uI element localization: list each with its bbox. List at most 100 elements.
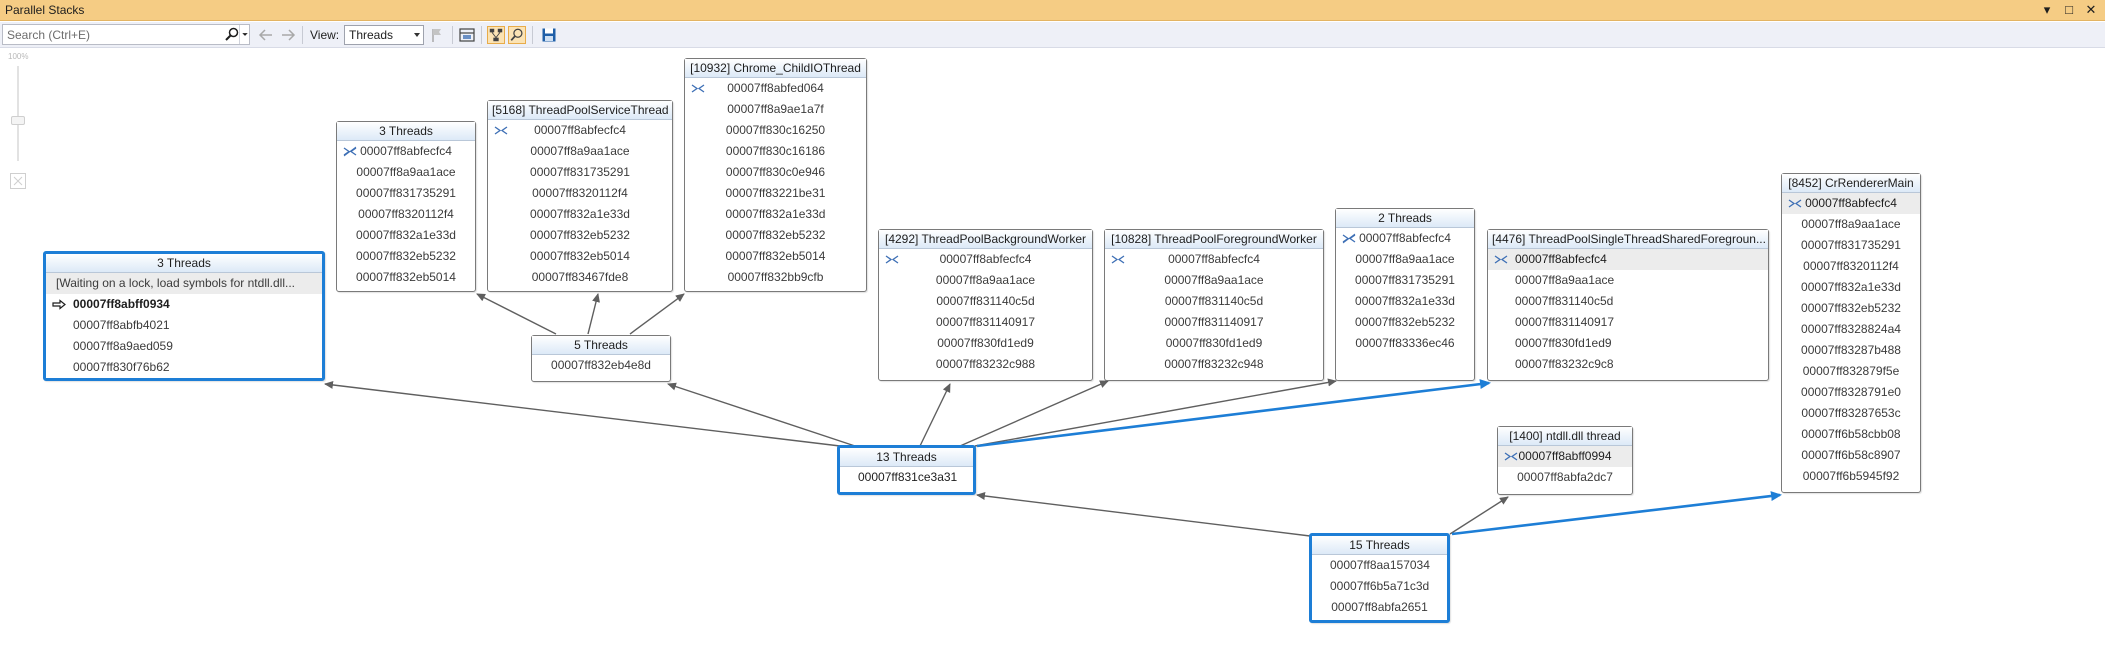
stack-frame[interactable]: 00007ff831735291 bbox=[356, 186, 456, 200]
stack-frame[interactable]: 00007ff6b5a71c3d bbox=[1330, 579, 1430, 593]
close-button[interactable]: ✕ bbox=[2085, 2, 2097, 17]
stack-frame[interactable]: 00007ff831140c5d bbox=[1164, 294, 1264, 308]
stack-frame[interactable]: 00007ff83287653c bbox=[1801, 406, 1901, 420]
stack-node-3-threads-left[interactable]: 3 Threads [Waiting on a lock, load symbo… bbox=[43, 251, 325, 381]
stack-frame[interactable]: 00007ff8abfa2651 bbox=[1331, 600, 1428, 614]
stack-frame[interactable]: 00007ff8320112f4 bbox=[1803, 259, 1899, 273]
view-select[interactable]: Threads bbox=[344, 25, 424, 45]
stack-frame[interactable]: 00007ff831735291 bbox=[530, 165, 630, 179]
stack-frame[interactable]: 00007ff83232c988 bbox=[935, 357, 1036, 371]
stack-frame[interactable]: 00007ff831140917 bbox=[936, 315, 1035, 329]
stack-frame[interactable]: 00007ff830c16250 bbox=[725, 123, 826, 137]
stack-node-2-threads[interactable]: 2 Threads 00007ff8abfecfc4 00007ff8a9aa1… bbox=[1335, 208, 1475, 381]
stack-node-8452[interactable]: [8452] CrRendererMain 00007ff8abfecfc4 0… bbox=[1781, 173, 1921, 493]
stack-frame[interactable]: 00007ff8a9aed059 bbox=[73, 339, 173, 353]
zoom-thumb[interactable] bbox=[11, 116, 25, 125]
search-icon[interactable] bbox=[225, 27, 239, 42]
stack-frame[interactable]: 00007ff8abfed064 bbox=[685, 78, 866, 99]
stack-frame[interactable]: 00007ff830f76b62 bbox=[73, 360, 170, 374]
stack-node-10828[interactable]: [10828] ThreadPoolForegroundWorker 00007… bbox=[1104, 229, 1324, 381]
stack-node-10932[interactable]: [10932] Chrome_ChildIOThread 00007ff8abf… bbox=[684, 58, 867, 292]
stack-frame-current[interactable]: 00007ff8abff0994 bbox=[1498, 446, 1632, 467]
stack-frame[interactable]: 00007ff8a9aa1ace bbox=[1801, 217, 1901, 231]
stack-frame[interactable]: 00007ff832eb5014 bbox=[725, 249, 826, 263]
forward-arrow-icon[interactable] bbox=[279, 26, 297, 44]
stack-frame[interactable]: 00007ff8320112f4 bbox=[358, 207, 454, 221]
flag-icon[interactable] bbox=[428, 26, 446, 44]
stack-frame-current[interactable]: 00007ff8abff0934 bbox=[46, 294, 322, 315]
stack-frame[interactable]: 00007ff832a1e33d bbox=[356, 228, 456, 242]
stack-frame[interactable]: 00007ff831140917 bbox=[1515, 315, 1614, 329]
stack-frame[interactable]: 00007ff831140917 bbox=[1164, 315, 1264, 329]
stack-frame[interactable]: 00007ff6b58cbb08 bbox=[1801, 427, 1901, 441]
stack-node-1400[interactable]: [1400] ntdll.dll thread 00007ff8abff0994… bbox=[1497, 426, 1633, 495]
back-arrow-icon[interactable] bbox=[257, 26, 275, 44]
stack-node-13-threads[interactable]: 13 Threads 00007ff831ce3a31 bbox=[837, 445, 976, 495]
stack-frame[interactable]: 00007ff832a1e33d bbox=[530, 207, 630, 221]
stack-frame[interactable]: 00007ff832eb5232 bbox=[725, 228, 826, 242]
stack-frame[interactable]: 00007ff832a1e33d bbox=[1355, 294, 1455, 308]
show-external-code-icon[interactable] bbox=[458, 26, 476, 44]
auto-scroll-zoom-icon[interactable] bbox=[508, 26, 526, 44]
stack-frame[interactable]: 00007ff8328791e0 bbox=[1801, 385, 1901, 399]
stack-frame[interactable]: 00007ff832a1e33d bbox=[725, 207, 826, 221]
stack-frame[interactable]: 00007ff6b5945f92 bbox=[1802, 469, 1900, 483]
stack-frame[interactable]: 00007ff831735291 bbox=[1801, 238, 1901, 252]
stack-frame[interactable]: 00007ff8a9aa1ace bbox=[935, 273, 1036, 287]
stack-frame[interactable]: 00007ff8328824a4 bbox=[1801, 322, 1901, 336]
stack-frame[interactable]: 00007ff830c0e946 bbox=[725, 165, 826, 179]
stack-frame[interactable]: 00007ff8abfb4021 bbox=[73, 318, 170, 332]
stack-frame[interactable]: 00007ff831140c5d bbox=[936, 294, 1035, 308]
dropdown-menu-button[interactable]: ▾ bbox=[2043, 2, 2051, 17]
stack-frame-current[interactable]: 00007ff8abfecfc4 bbox=[1782, 193, 1920, 214]
zoom-control[interactable]: 100% bbox=[8, 52, 30, 202]
stack-frame[interactable]: 00007ff8a9aa1ace bbox=[1515, 273, 1615, 287]
stack-frame[interactable]: 00007ff8abfa2dc7 bbox=[1517, 470, 1613, 484]
stack-frame[interactable]: 00007ff832eb5014 bbox=[356, 270, 456, 284]
stack-frame[interactable]: 00007ff6b58c8907 bbox=[1801, 448, 1901, 462]
stack-node-15-threads[interactable]: 15 Threads 00007ff8aa157034 00007ff6b5a7… bbox=[1309, 533, 1450, 623]
stack-frame[interactable]: 00007ff83467fde8 bbox=[531, 270, 629, 284]
search-options-chevron-down-icon[interactable] bbox=[239, 25, 250, 44]
stack-frame[interactable]: 00007ff8a9ae1a7f bbox=[727, 102, 824, 116]
stack-frame[interactable]: 00007ff8a9aa1ace bbox=[356, 165, 456, 179]
stack-frame[interactable]: 00007ff830fd1ed9 bbox=[1165, 336, 1263, 350]
stack-frame[interactable]: 00007ff831735291 bbox=[1355, 273, 1455, 287]
stack-frame[interactable]: 00007ff832eb5232 bbox=[356, 249, 456, 263]
stack-frame[interactable]: 00007ff832bb9cfb bbox=[727, 270, 824, 284]
stack-frame[interactable]: 00007ff832a1e33d bbox=[1801, 280, 1901, 294]
maximize-button[interactable]: □ bbox=[2065, 2, 2073, 17]
stack-frame[interactable]: 00007ff830c16186 bbox=[725, 144, 826, 158]
stack-node-3-threads-top[interactable]: 3 Threads 00007ff8abfecfc4 00007ff8a9aa1… bbox=[336, 121, 476, 292]
stack-frame-current[interactable]: 00007ff8abfecfc4 bbox=[1488, 249, 1768, 270]
stack-frame[interactable]: 00007ff8abfecfc4 bbox=[488, 120, 672, 141]
stack-frame[interactable]: 00007ff83336ec46 bbox=[1355, 336, 1455, 350]
zoom-fit-icon[interactable] bbox=[9, 172, 27, 190]
stack-frame[interactable]: 00007ff83221be31 bbox=[725, 186, 826, 200]
stack-frame[interactable]: 00007ff831ce3a31 bbox=[858, 470, 958, 484]
stack-frame[interactable]: 00007ff832eb5232 bbox=[1801, 301, 1901, 315]
stack-frame[interactable]: 00007ff8abfecfc4 bbox=[1336, 228, 1474, 249]
stack-node-5-threads[interactable]: 5 Threads 00007ff832eb4e8d bbox=[531, 335, 671, 382]
zoom-track[interactable] bbox=[17, 66, 19, 161]
stack-frame[interactable]: 00007ff8a9aa1ace bbox=[1164, 273, 1264, 287]
stack-frame[interactable]: 00007ff83232c948 bbox=[1164, 357, 1264, 371]
method-view-icon[interactable] bbox=[487, 26, 505, 44]
search-input[interactable] bbox=[3, 25, 223, 44]
stack-frame[interactable]: 00007ff8320112f4 bbox=[532, 186, 628, 200]
stack-frame[interactable]: 00007ff832eb4e8d bbox=[551, 358, 651, 372]
stack-frame[interactable]: 00007ff8a9aa1ace bbox=[1355, 252, 1455, 266]
stack-frame-waiting-lock[interactable]: [Waiting on a lock, load symbols for ntd… bbox=[46, 273, 322, 294]
stack-node-5168[interactable]: [5168] ThreadPoolServiceThread 00007ff8a… bbox=[487, 100, 673, 292]
stack-frame[interactable]: 00007ff832eb5014 bbox=[530, 249, 630, 263]
stack-frame[interactable]: 00007ff832eb5232 bbox=[530, 228, 630, 242]
stack-frame[interactable]: 00007ff83232c9c8 bbox=[1515, 357, 1614, 371]
stack-node-4292[interactable]: [4292] ThreadPoolBackgroundWorker 00007f… bbox=[878, 229, 1093, 381]
stack-frame[interactable]: 00007ff830fd1ed9 bbox=[1515, 336, 1612, 350]
stack-frame[interactable]: 00007ff8a9aa1ace bbox=[530, 144, 630, 158]
stack-frame[interactable]: 00007ff8aa157034 bbox=[1330, 558, 1430, 572]
stack-frame[interactable]: 00007ff831140c5d bbox=[1515, 294, 1614, 308]
stack-frame[interactable]: 00007ff8abfecfc4 bbox=[1105, 249, 1323, 270]
stack-frame[interactable]: 00007ff832eb5232 bbox=[1355, 315, 1455, 329]
stack-frame[interactable]: 00007ff832879f5e bbox=[1802, 364, 1900, 378]
